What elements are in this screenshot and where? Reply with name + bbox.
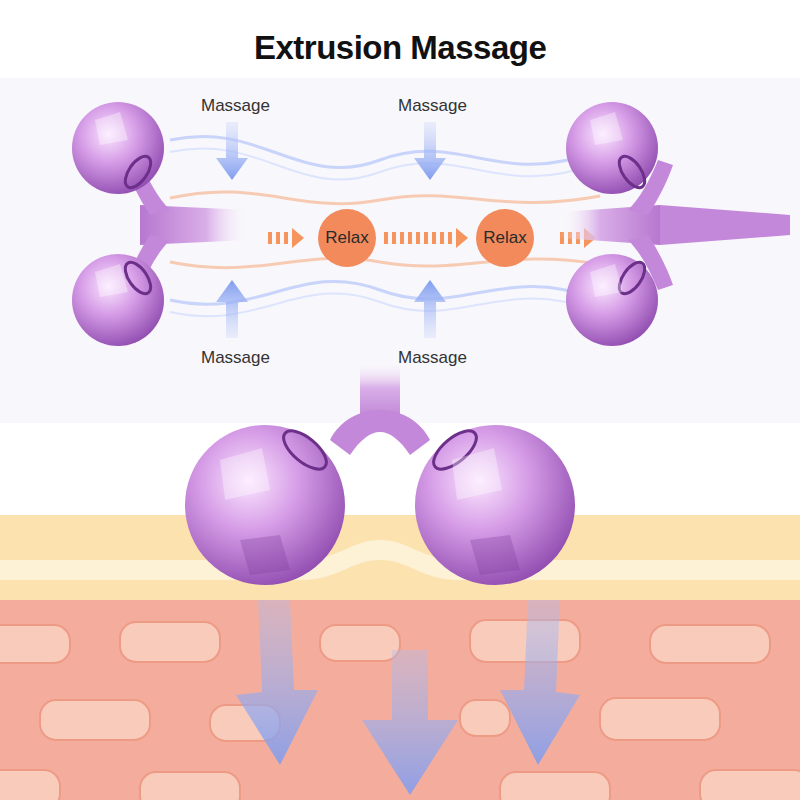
- left-roller: [72, 102, 250, 346]
- right-roller: [560, 102, 790, 346]
- massage-arrows: [216, 122, 446, 338]
- diagram-title: Extrusion Massage: [254, 29, 546, 67]
- node-text: Relax: [325, 228, 368, 248]
- pressure-arrows: [236, 600, 580, 795]
- relax-circle: Relax: [318, 209, 376, 267]
- massage-label: Massage: [201, 348, 270, 368]
- massage-label: Massage: [398, 96, 467, 116]
- pressing-roller: [185, 360, 575, 585]
- flow-arrow: [384, 228, 468, 248]
- massage-label: Massage: [398, 348, 467, 368]
- massage-label: Massage: [201, 96, 270, 116]
- node-text: Relax: [483, 228, 526, 248]
- relax-circle: Relax: [476, 209, 534, 267]
